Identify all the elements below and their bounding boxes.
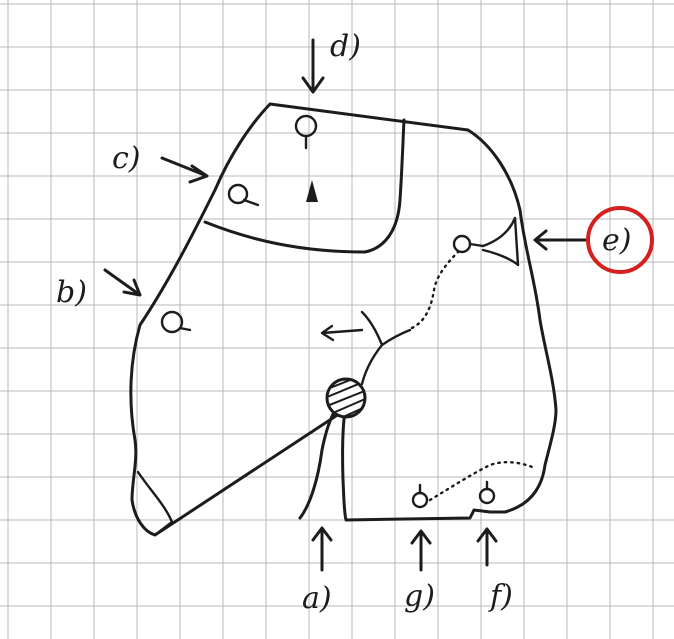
branch-structure	[360, 310, 412, 386]
symbol-circle-c	[227, 183, 260, 207]
label-d: d)	[330, 29, 361, 64]
arrow-g	[410, 529, 432, 572]
arrow-d	[301, 38, 325, 94]
symbol-circle-e	[452, 234, 485, 254]
highlight-circle-e	[586, 206, 654, 274]
central-hatched-circle	[325, 377, 367, 419]
symbol-circle-d	[294, 114, 318, 150]
label-g: g)	[404, 579, 435, 614]
e-bracket-structure	[481, 216, 520, 267]
arrow-b	[103, 268, 142, 297]
label-a: a)	[302, 581, 332, 616]
label-b: b)	[56, 275, 87, 310]
left-arrow	[320, 324, 364, 342]
label-c: c)	[112, 141, 141, 176]
dotted-path-f-g	[428, 460, 537, 502]
symbol-circle-f	[478, 480, 496, 505]
main-outline	[129, 102, 558, 537]
lower-left-notch	[136, 470, 174, 537]
arrow-f	[476, 527, 498, 567]
upper-compartment-outline	[203, 118, 406, 254]
label-f: f)	[488, 579, 513, 614]
dotted-path-to-e	[410, 250, 460, 330]
arrow-c	[160, 156, 209, 184]
symbol-circle-b	[160, 310, 192, 334]
arrow-a	[311, 526, 333, 572]
label-e: e)	[602, 223, 631, 258]
arrow-e	[533, 229, 590, 251]
symbol-circle-g	[411, 483, 429, 509]
triangle-marker	[306, 180, 318, 202]
